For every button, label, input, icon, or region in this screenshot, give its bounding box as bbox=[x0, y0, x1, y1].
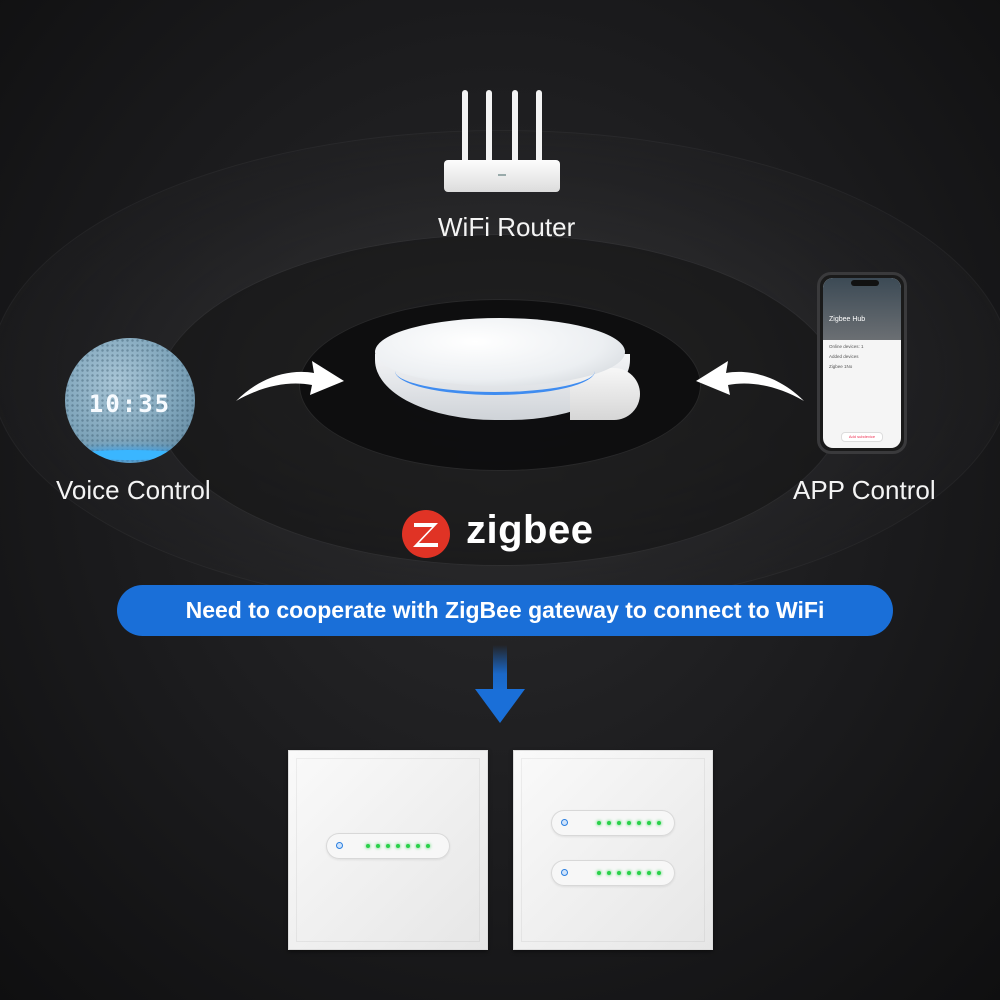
speaker-fabric bbox=[65, 338, 195, 463]
banner-text: Need to cooperate with ZigBee gateway to… bbox=[185, 597, 825, 623]
router-antenna bbox=[536, 90, 542, 168]
smartphone-image: Zigbee Hub Online devices: 1 Added devic… bbox=[817, 272, 907, 454]
router-antenna bbox=[462, 90, 468, 168]
level-dot bbox=[617, 871, 621, 875]
down-arrow-icon bbox=[475, 645, 525, 723]
wifi-router-image bbox=[444, 90, 560, 200]
zigbee-gateway-image bbox=[365, 318, 640, 428]
router-led bbox=[498, 174, 506, 176]
level-dot bbox=[366, 844, 370, 848]
switch-panel-1gang bbox=[288, 750, 488, 950]
zigbee-logo-icon bbox=[402, 510, 450, 558]
level-dot bbox=[426, 844, 430, 848]
phone-online-text: Online devices: 1 bbox=[829, 344, 864, 349]
router-antenna bbox=[512, 90, 518, 168]
level-dot bbox=[386, 844, 390, 848]
phone-hero-image bbox=[823, 278, 901, 340]
switch-panel-2gang bbox=[513, 750, 713, 950]
router-label: WiFi Router bbox=[438, 212, 576, 242]
touch-indicator-icon bbox=[561, 819, 568, 826]
switch-glass bbox=[521, 758, 705, 942]
phone-add-button: Add subdevice bbox=[841, 432, 883, 442]
level-dot bbox=[657, 871, 661, 875]
phone-app-title: Zigbee Hub bbox=[829, 316, 866, 323]
zigbee-wordmark: zigbee bbox=[466, 508, 594, 552]
level-dot bbox=[617, 821, 621, 825]
touch-slider-bar bbox=[551, 810, 675, 836]
touch-slider-bar bbox=[326, 833, 450, 859]
left-curved-arrow-icon bbox=[236, 361, 344, 401]
level-dot bbox=[657, 821, 661, 825]
switch-glass bbox=[296, 758, 480, 942]
phone-added-text: Added devices bbox=[829, 354, 859, 359]
level-dot bbox=[647, 871, 651, 875]
phone-notch bbox=[851, 280, 879, 286]
router-body bbox=[444, 160, 560, 192]
level-dot bbox=[597, 871, 601, 875]
speaker-light-ring bbox=[75, 450, 185, 460]
level-dot bbox=[416, 844, 420, 848]
touch-indicator-icon bbox=[336, 842, 343, 849]
router-antenna bbox=[486, 90, 492, 168]
app-control-label: APP Control bbox=[793, 475, 936, 505]
level-dot bbox=[376, 844, 380, 848]
level-dot bbox=[597, 821, 601, 825]
level-dot bbox=[627, 821, 631, 825]
level-dot bbox=[607, 871, 611, 875]
level-dot bbox=[627, 871, 631, 875]
phone-device-text: Zigbee 1No bbox=[829, 364, 853, 369]
level-dot bbox=[647, 821, 651, 825]
hub-led-strip bbox=[395, 368, 595, 395]
phone-screen: Zigbee Hub Online devices: 1 Added devic… bbox=[823, 278, 901, 448]
touch-slider-bar bbox=[551, 860, 675, 886]
right-curved-arrow-icon bbox=[696, 361, 804, 401]
level-dot bbox=[406, 844, 410, 848]
touch-indicator-icon bbox=[561, 869, 568, 876]
level-dot bbox=[607, 821, 611, 825]
info-banner: Need to cooperate with ZigBee gateway to… bbox=[117, 585, 893, 636]
speaker-clock: 10:35 bbox=[88, 390, 172, 418]
level-dot bbox=[396, 844, 400, 848]
smart-speaker-image: 10:35 bbox=[65, 338, 195, 463]
voice-control-label: Voice Control bbox=[56, 475, 211, 505]
level-dot bbox=[637, 871, 641, 875]
level-dot bbox=[637, 821, 641, 825]
zigbee-z-icon bbox=[413, 523, 438, 547]
